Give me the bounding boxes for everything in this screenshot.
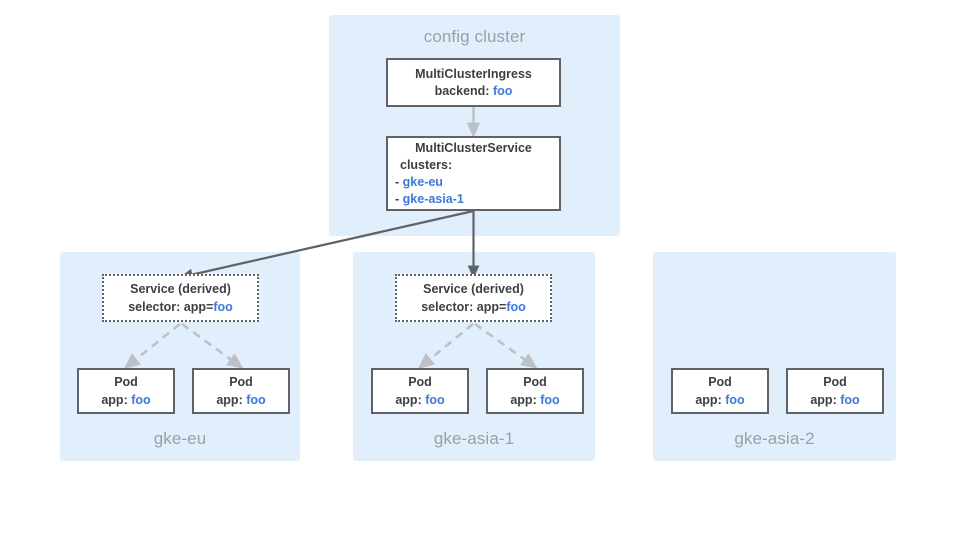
pod-app-label: app:	[510, 393, 537, 407]
pod-app-field: app: foo	[101, 391, 150, 409]
gke-eu-pod-1[interactable]: Pod app: foo	[77, 368, 175, 414]
gke-eu-service-selector-field: selector: app=foo	[128, 298, 233, 316]
cluster-panel-gke-asia-2	[653, 252, 896, 461]
multi-cluster-service-box[interactable]: MultiClusterService clusters: - gke-eu -…	[386, 136, 561, 211]
pod-app-label: app:	[216, 393, 243, 407]
multi-cluster-service-title: MultiClusterService	[415, 140, 532, 155]
gke-eu-service-selector-label: selector: app=	[128, 300, 214, 314]
pod-app-field: app: foo	[695, 391, 744, 409]
gke-asia-2-pod-1[interactable]: Pod app: foo	[671, 368, 769, 414]
gke-eu-pod-2[interactable]: Pod app: foo	[192, 368, 290, 414]
gke-asia-1-pod-2[interactable]: Pod app: foo	[486, 368, 584, 414]
gke-asia-1-service-selector-value: foo	[506, 300, 526, 314]
multi-cluster-service-cluster-item-2: - gke-asia-1	[388, 191, 559, 208]
multi-cluster-ingress-title: MultiClusterIngress	[415, 66, 532, 81]
pod-app-field: app: foo	[395, 391, 444, 409]
multi-cluster-service-cluster-item-1-value: gke-eu	[402, 174, 443, 189]
pod-title: Pod	[114, 375, 138, 389]
gke-eu-service-title: Service (derived)	[130, 282, 231, 296]
cluster-label-gke-asia-2: gke-asia-2	[734, 429, 815, 448]
multi-cluster-ingress-box[interactable]: MultiClusterIngress backend: foo	[386, 58, 561, 107]
pod-app-value: foo	[725, 393, 745, 407]
pod-app-field: app: foo	[810, 391, 859, 409]
pod-app-label: app:	[810, 393, 837, 407]
pod-app-label: app:	[101, 393, 128, 407]
gke-asia-1-service-title: Service (derived)	[423, 282, 524, 296]
cluster-label-gke-asia-1: gke-asia-1	[433, 429, 515, 448]
pod-app-field: app: foo	[216, 391, 265, 409]
pod-title: Pod	[708, 375, 732, 389]
gke-eu-service-selector-value: foo	[213, 300, 233, 314]
multi-cluster-ingress-backend-value: foo	[492, 83, 513, 98]
pod-app-value: foo	[540, 393, 560, 407]
pod-app-value: foo	[131, 393, 151, 407]
gke-eu-derived-service-box[interactable]: Service (derived) selector: app=foo	[102, 274, 259, 322]
pod-app-value: foo	[425, 393, 445, 407]
gke-asia-1-service-selector-field: selector: app=foo	[421, 298, 526, 316]
pod-title: Pod	[229, 375, 253, 389]
cluster-label-gke-eu: gke-eu	[153, 429, 207, 448]
multi-cluster-ingress-backend-label: backend:	[434, 83, 490, 98]
pod-title: Pod	[408, 375, 432, 389]
gke-asia-2-pod-2[interactable]: Pod app: foo	[786, 368, 884, 414]
pod-app-value: foo	[840, 393, 860, 407]
multi-cluster-service-clusters-label: clusters:	[400, 157, 453, 172]
list-dash: -	[395, 174, 400, 189]
multi-cluster-service-cluster-item-2-value: gke-asia-1	[402, 191, 464, 206]
list-dash: -	[395, 191, 400, 206]
gke-asia-1-pod-1[interactable]: Pod app: foo	[371, 368, 469, 414]
gke-asia-1-derived-service-box[interactable]: Service (derived) selector: app=foo	[395, 274, 552, 322]
pod-app-value: foo	[246, 393, 266, 407]
pod-title: Pod	[823, 375, 847, 389]
config-cluster-label: config cluster	[423, 27, 526, 46]
gke-asia-1-service-selector-label: selector: app=	[421, 300, 507, 314]
multi-cluster-service-cluster-item-1: - gke-eu	[388, 174, 559, 191]
pod-app-label: app:	[395, 393, 422, 407]
pod-app-label: app:	[695, 393, 722, 407]
pod-title: Pod	[523, 375, 547, 389]
pod-app-field: app: foo	[510, 391, 559, 409]
multi-cluster-ingress-backend-field: backend: foo	[435, 83, 513, 100]
